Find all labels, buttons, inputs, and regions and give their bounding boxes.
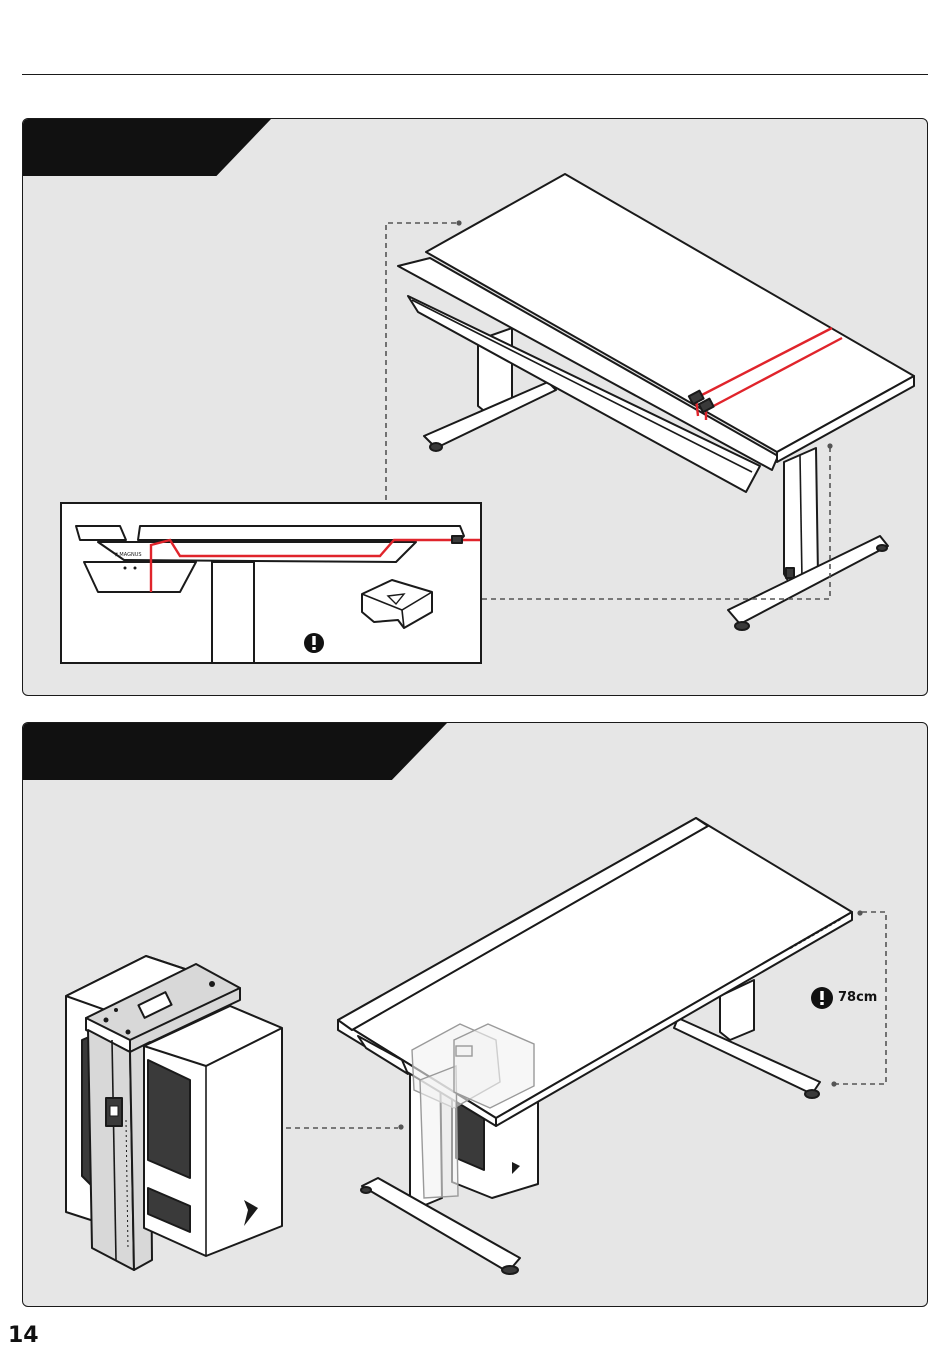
svg-text:▼ MAGNUS: ▼ MAGNUS [114,552,142,558]
page-number: 14 [8,1323,39,1348]
pc-holder-closeup [66,956,404,1270]
desk-illustration-2 [338,818,886,1274]
exclamation-icon [811,987,833,1009]
desk-height-label: 78cm [838,990,877,1005]
cable-tray-detail-inset: ▼ MAGNUS [61,503,481,663]
exclamation-icon [304,633,324,653]
